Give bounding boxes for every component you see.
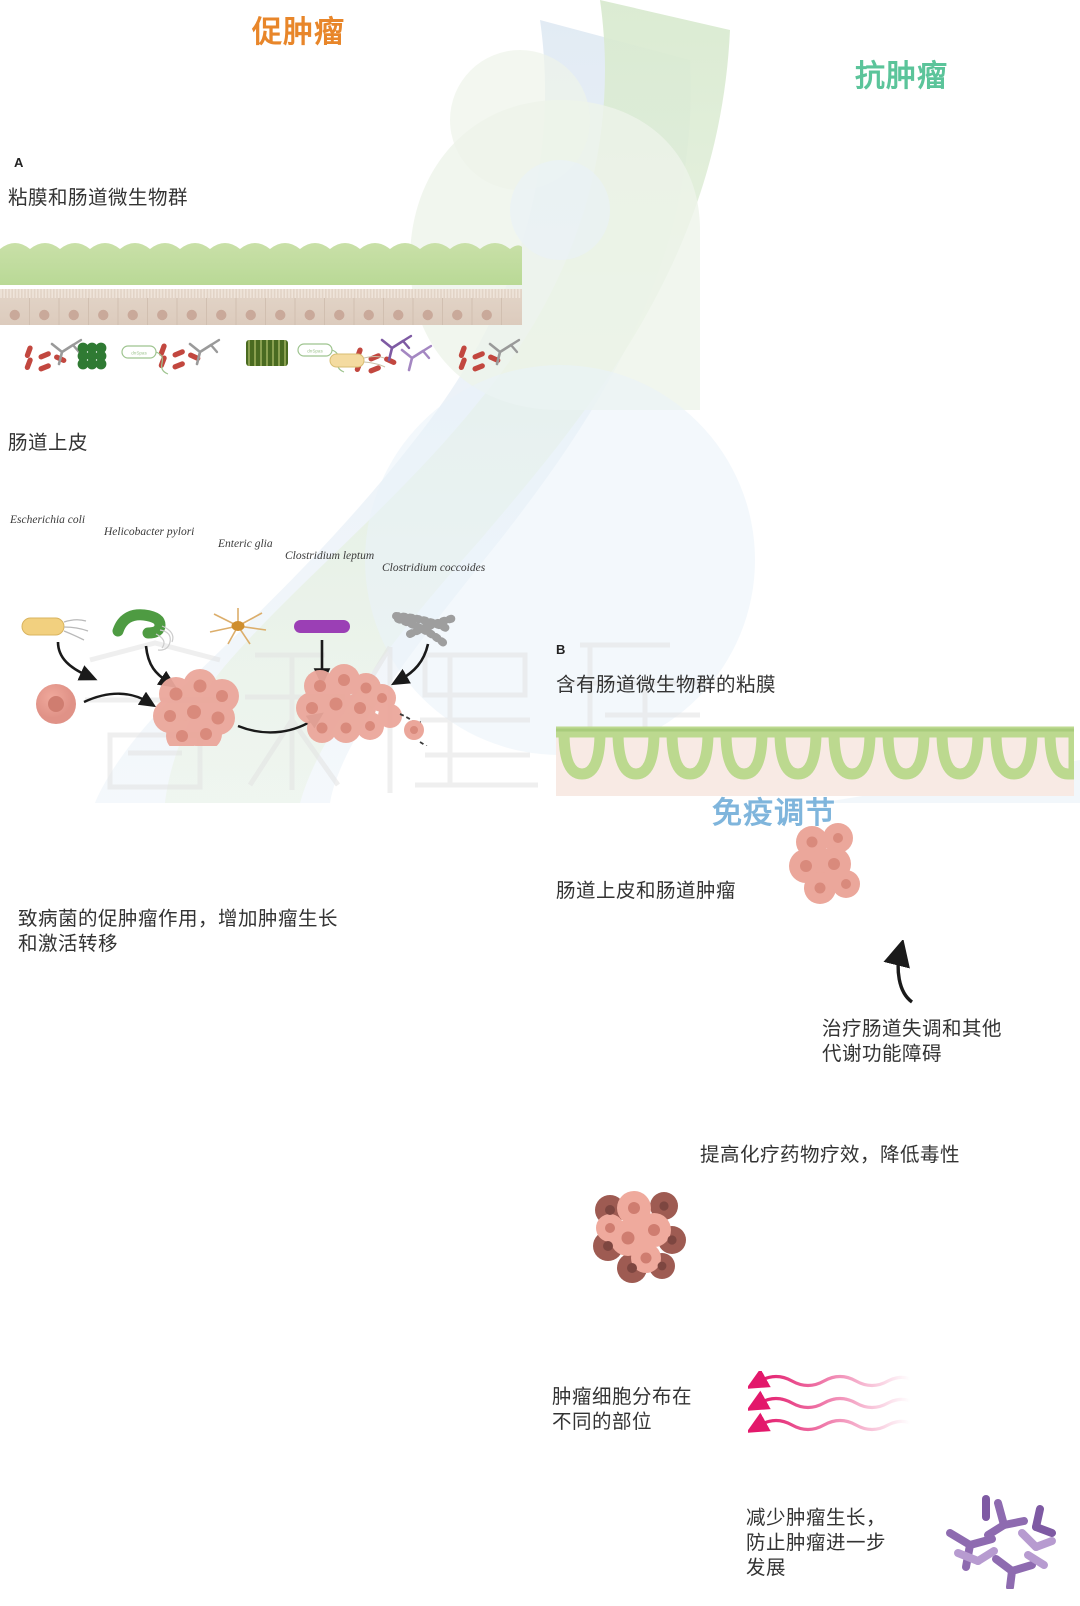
panel-b-villi bbox=[550, 726, 1080, 796]
panel-a-epithelium-label: 肠道上皮 bbox=[8, 432, 89, 454]
panel-a-diagram bbox=[21, 608, 458, 767]
tumor-cell-single bbox=[35, 683, 77, 725]
organism-label-h-pylori: Helicobacter pylori bbox=[104, 526, 195, 538]
panel-b-chemo-label: 提高化疗药物疗效，降低毒性 bbox=[700, 1144, 961, 1166]
svg-text:dnSpas: dnSpas bbox=[307, 348, 323, 353]
panel-b-tumor-on-mucosa bbox=[789, 823, 860, 904]
panel-b-tumor-cluster-dark-icon bbox=[593, 1191, 686, 1283]
heading-anti-tumor: 抗肿瘤 bbox=[855, 60, 948, 93]
panel-a-gut-wall bbox=[0, 237, 1080, 330]
panel-b-up-arrow-icon bbox=[883, 938, 914, 1004]
panel-b-letter: B bbox=[556, 642, 566, 657]
tumor-cluster-mid bbox=[153, 669, 239, 752]
panel-a-mucosa-label: 粘膜和肠道微生物群 bbox=[8, 187, 189, 209]
panel-b-mucosa-label: 含有肠道微生物群的粘膜 bbox=[556, 674, 777, 696]
panel-b-pink-wavy-arrows-icon bbox=[746, 1368, 911, 1433]
panel-a-microbiota-icons: dnSpas dnSpas bbox=[24, 334, 521, 375]
organism-label-c-coccoides: Clostridium coccoides bbox=[382, 562, 486, 574]
organism-label-e-coli: Escherichia coli bbox=[10, 514, 86, 526]
panel-b-bifidobacteria-icon bbox=[946, 1495, 1056, 1591]
panel-a-caption: 致病菌的促肿瘤作用，增加肿瘤生长 和激活转移 bbox=[18, 908, 339, 955]
panel-a-letter: A bbox=[14, 155, 24, 170]
heading-pro-tumor: 促肿瘤 bbox=[252, 16, 345, 49]
panel-b-arrow-caption: 治疗肠道失调和其他 代谢功能障碍 bbox=[822, 1018, 1003, 1065]
organism-label-c-leptum: Clostridium leptum bbox=[285, 550, 375, 562]
svg-text:dnSpas: dnSpas bbox=[131, 350, 147, 355]
organism-label-enteric-glia: Enteric glia bbox=[218, 538, 273, 550]
tumor-cluster-large bbox=[296, 664, 402, 743]
